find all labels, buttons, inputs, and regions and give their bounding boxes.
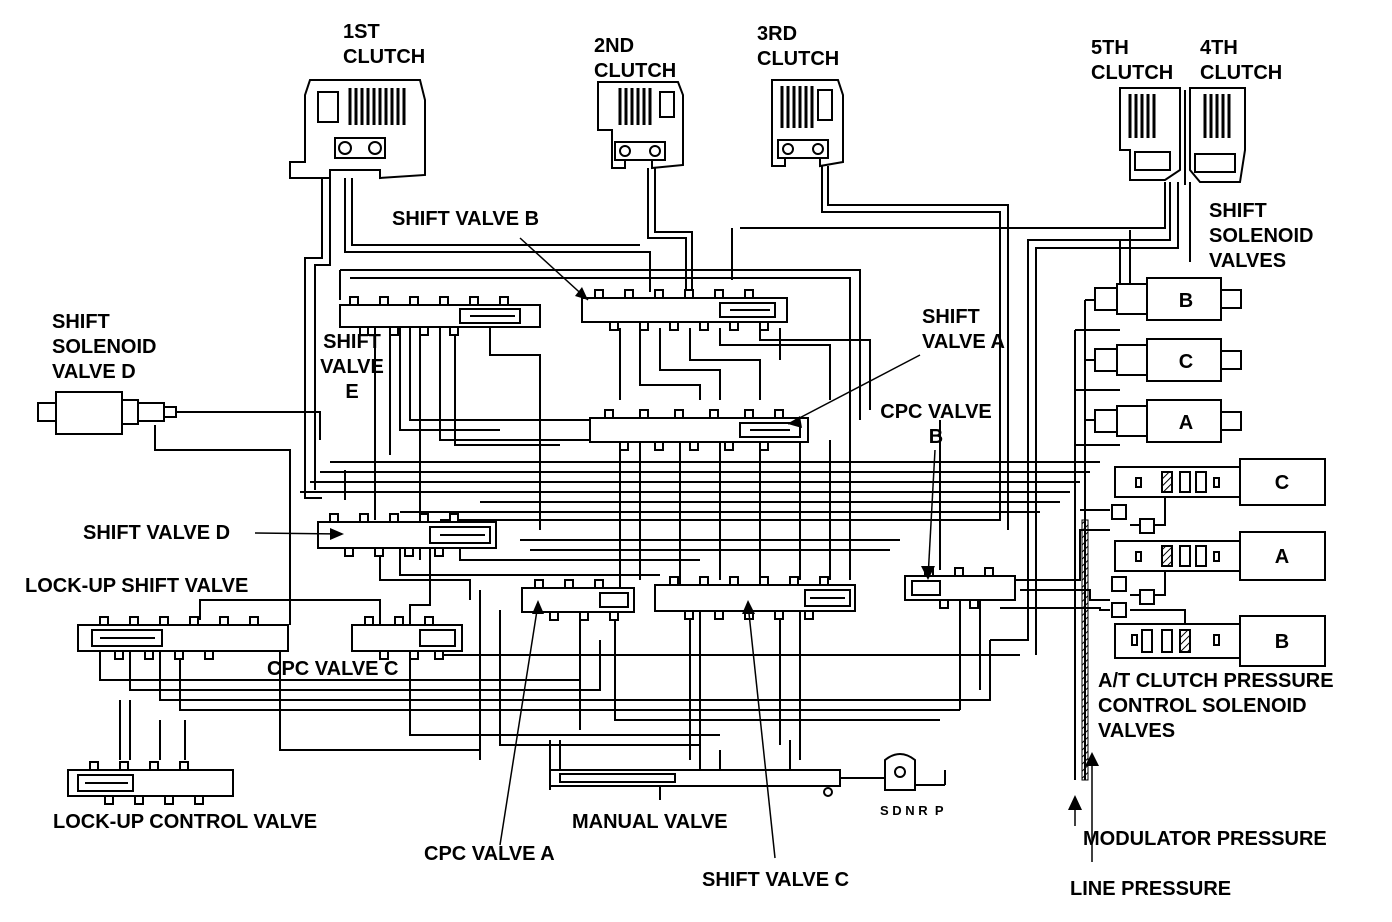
shift-solenoid-c-letter: C <box>1179 351 1193 373</box>
clutch-4th-label: 4TH CLUTCH <box>1200 36 1282 86</box>
shift-valve-a-label: SHIFT VALVE A <box>922 305 1005 355</box>
shift-solenoid-valve-d-body <box>37 391 177 435</box>
clutch-1st-label-line1: 1ST <box>343 21 380 43</box>
clutch-3rd-label-line1: 3RD <box>757 23 798 45</box>
atclutch-solenoid-a-body <box>1114 531 1326 581</box>
lockup-shift-valve-label: LOCK-UP SHIFT VALVE <box>25 575 249 597</box>
clutch-5th-4th-drawing <box>1119 87 1246 185</box>
shift-solenoid-a-body <box>1094 399 1242 443</box>
line-pressure-feed <box>1081 519 1089 781</box>
clutch-2nd-drawing <box>597 81 684 170</box>
shift-solenoid-b-body <box>1094 277 1242 321</box>
shift-solenoid-b-letter: B <box>1179 290 1193 312</box>
atclutch-solenoid-c-body <box>1114 458 1326 506</box>
at-clutch-pressure-label: A/T CLUTCH PRESSURE CONTROL SOLENOID VAL… <box>1098 669 1334 744</box>
lockup-control-valve-label: LOCK-UP CONTROL VALVE <box>53 811 318 833</box>
shift-valve-a-line1: SHIFT <box>922 306 980 328</box>
clutch-1st-label: 1ST CLUTCH <box>343 20 425 70</box>
shift-solenoid-valve-d-label: SHIFT SOLENOID VALVE D <box>52 310 156 385</box>
manual-valve-body <box>549 753 946 797</box>
atclutch-solenoid-a-letter: A <box>1275 546 1289 568</box>
hydraulic-passages <box>99 166 1191 800</box>
atclutch-check-valves <box>1111 504 1155 618</box>
shift-valve-d-body <box>317 513 497 557</box>
at-clutch-pressure-line1: A/T CLUTCH PRESSURE <box>1098 670 1334 692</box>
lockup-shift-valve-body <box>77 616 289 660</box>
line-pressure-label: LINE PRESSURE <box>1070 878 1232 900</box>
shift-solenoid-valve-d-line2: SOLENOID <box>52 336 157 358</box>
shift-valve-e-line3: E <box>345 381 359 403</box>
shift-solenoid-a-letter: A <box>1179 412 1193 434</box>
shift-solenoid-valves-label: SHIFT SOLENOID VALVES <box>1209 199 1313 274</box>
at-clutch-pressure-line2: CONTROL SOLENOID <box>1098 695 1307 717</box>
cpc-valve-c-body <box>351 616 463 660</box>
leader-arrowheads <box>330 287 1099 810</box>
clutch-3rd-label: 3RD CLUTCH <box>757 22 839 72</box>
clutch-2nd-label: 2ND CLUTCH <box>594 34 676 84</box>
shift-solenoid-valves-line1: SHIFT <box>1209 200 1267 222</box>
clutch-5th-label: 5TH CLUTCH <box>1091 36 1173 86</box>
cpc-valve-c-label: CPC VALVE C <box>267 658 399 680</box>
cpc-valve-b-label: CPC VALVE B <box>866 400 1006 450</box>
cpc-valve-b-line1: CPC VALVE <box>880 401 992 423</box>
lockup-control-valve-body <box>67 761 234 805</box>
shift-valve-b-label: SHIFT VALVE B <box>392 208 540 230</box>
clutch-5th-label-line2: CLUTCH <box>1091 62 1174 84</box>
shift-valve-e-line1: SHIFT <box>323 331 381 353</box>
shift-valve-a-body <box>589 409 809 451</box>
cpc-valve-b-body <box>904 567 1016 609</box>
clutch-3rd-label-line2: CLUTCH <box>757 48 840 70</box>
clutch-2nd-label-line1: 2ND <box>594 35 635 57</box>
shift-valve-c-body <box>654 576 856 620</box>
manual-valve-positions: S D N R P <box>880 803 944 818</box>
clutch-1st-drawing <box>289 79 426 180</box>
modulator-pressure-label: MODULATOR PRESSURE <box>1083 828 1327 850</box>
clutch-2nd-label-line2: CLUTCH <box>594 60 677 82</box>
shift-valve-a-line2: VALVE A <box>922 331 1005 353</box>
clutch-4th-label-line2: CLUTCH <box>1200 62 1283 84</box>
shift-valve-d-label: SHIFT VALVE D <box>83 522 231 544</box>
shift-solenoid-valve-d-line1: SHIFT <box>52 311 110 333</box>
atclutch-solenoid-b-body <box>1114 615 1326 667</box>
cpc-valve-a-label: CPC VALVE A <box>424 843 555 865</box>
solenoid-letters: B C A C A B <box>1179 290 1289 653</box>
shift-solenoid-c-body <box>1094 338 1242 382</box>
cpc-valve-b-line2: B <box>928 426 944 448</box>
manual-valve-label: MANUAL VALVE <box>572 811 728 833</box>
clutch-1st-label-line2: CLUTCH <box>343 46 426 68</box>
shift-valve-b-body <box>581 289 788 331</box>
shift-valve-e-label: SHIFT VALVE E <box>312 330 392 405</box>
shift-solenoid-valve-d-line3: VALVE D <box>52 361 136 383</box>
leader-lines <box>254 237 1093 862</box>
shift-valve-c-label: SHIFT VALVE C <box>702 869 850 891</box>
clutch-4th-label-line1: 4TH <box>1200 37 1238 59</box>
clutch-5th-label-line1: 5TH <box>1091 37 1129 59</box>
shift-valve-e-line2: VALVE <box>320 356 384 378</box>
shift-solenoid-valves-line2: SOLENOID <box>1209 225 1314 247</box>
shift-solenoid-valves-line3: VALVES <box>1209 250 1287 272</box>
shift-valve-e-body <box>339 296 541 336</box>
atclutch-solenoid-b-letter: B <box>1275 631 1289 653</box>
atclutch-solenoid-c-letter: C <box>1275 472 1289 494</box>
at-clutch-pressure-line3: VALVES <box>1098 720 1176 742</box>
clutch-3rd-drawing <box>771 79 844 168</box>
